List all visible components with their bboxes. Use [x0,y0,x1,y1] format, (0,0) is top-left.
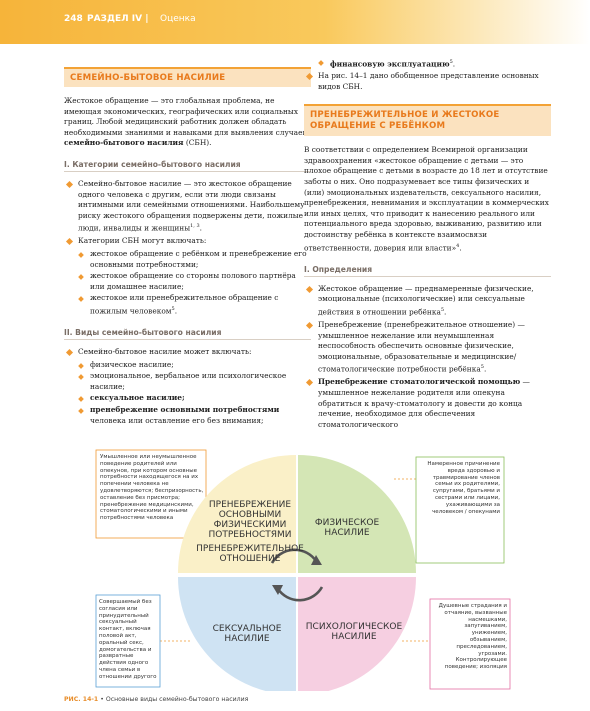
arrowhead-icon [272,585,283,595]
box-psych-text: Душевные страдания и отчаяние, вызванные… [438,603,507,671]
label-negligent-2: ОТНОШЕНИЕ [220,554,281,564]
figure-caption: РИС. 14-1 • Основные виды семейно-бытово… [64,696,249,703]
box-sexual-text: Совершаемый без согласия или принудитель… [99,599,157,680]
label-psych-1: ПСИХОЛОГИЧЕСКОЕ [306,622,403,632]
box-physical-text: Намеренное причинение вреда здоровью и т… [427,461,500,515]
section-banner: СЕМЕЙНО-БЫТОВОЕ НАСИЛИЕ [64,67,311,87]
label-neglect-1: ПРЕНЕБРЕЖЕНИЕ [209,500,292,510]
label-physical-1: ФИЗИЧЕСКОЕ [315,518,380,528]
box-neglect-text: Умышленное или неумышленное поведение ро… [100,454,204,522]
box-sexual-border [95,594,161,688]
subheading-categories: I. Категории семейно-бытового насилия [64,160,311,172]
left-column: СЕМЕЙНО-БЫТОВОЕ НАСИЛИЕ Жестокое обращен… [64,55,311,427]
list-item: Семейно-бытовое насилие может включать: [64,347,311,358]
sub-list-item: жестокое обращение со стороны полового п… [64,271,311,292]
sub-list-item: физическое насилие; [64,360,311,371]
label-psych-2: НАСИЛИЕ [331,632,376,642]
figure-14-1: ПРЕНЕБРЕЖЕНИЕ ОСНОВНЫМИ ФИЗИЧЕСКИМИ ПОТР… [64,445,529,695]
sub-list-item: пренебрежение основными потребностями че… [64,405,311,426]
section-title: Оценка [160,14,196,24]
list-item: Жестокое обращение — преднамеренные физи… [304,284,551,318]
who-definition-paragraph: В соответствии с определением Всемирной … [304,145,549,253]
sub-list-item: эмоциональное, вербальное или психологич… [64,371,311,392]
page-header: 248 РАЗДЕЛ IV | Оценка [0,0,590,44]
arrowhead-icon [311,555,322,565]
sub-list-item: сексуальное насилие; [64,393,311,404]
quadrant-neglect [178,455,296,573]
box-neglect-border [95,449,207,539]
sub-list-item: жестокое обращение с ребёнком и пренебре… [64,249,311,270]
section-label: РАЗДЕЛ IV | [87,14,149,24]
label-neglect-2: ОСНОВНЫМИ [219,510,282,520]
subheading-types: II. Виды семейно-бытового насилия [64,328,311,341]
subheading-definitions: I. Определения [304,265,551,277]
box-psych-border [429,598,511,690]
list-item: Категории СБН могут включать: [64,236,311,247]
quadrant-psychological [298,577,416,695]
box-physical-border [415,456,505,564]
page-number: 248 [64,14,83,24]
list-item: Пренебрежение стоматологической помощью … [304,377,551,430]
label-neglect-3: ФИЗИЧЕСКИМИ [214,520,287,530]
label-sexual-2: НАСИЛИЕ [224,634,269,644]
sub-list-item: финансовую эксплуатацию5. [304,57,551,70]
intro-paragraph: Жестокое обращение — это глобальная проб… [64,96,307,148]
label-negligent-1: ПРЕНЕБРЕЖИТЕЛЬНОЕ [196,544,304,554]
figure-diagram: ПРЕНЕБРЕЖЕНИЕ ОСНОВНЫМИ ФИЗИЧЕСКИМИ ПОТР… [95,449,511,695]
label-neglect-4: ПОТРЕБНОСТЯМИ [208,530,291,540]
quadrant-sexual [178,577,296,695]
label-physical-2: НАСИЛИЕ [324,528,369,538]
quadrant-physical [298,455,416,573]
list-item: Семейно-бытовое насилие — это жестокое о… [64,179,311,234]
label-sexual-1: СЕКСУАЛЬНОЕ [213,624,282,634]
right-column: финансовую эксплуатацию5. На рис. 14–1 д… [304,55,551,432]
list-item: Пренебрежение (пренебрежительное отношен… [304,320,551,375]
section-banner: ПРЕНЕБРЕЖИТЕЛЬНОЕ И ЖЕСТОКОЕ ОБРАЩЕНИЕ С… [304,104,551,137]
sub-list-item: жестокое или пренебрежительное обращение… [64,293,311,317]
list-item: На рис. 14–1 дано обобщенное представлен… [304,71,551,92]
cycle-arrows-icon [270,548,324,602]
